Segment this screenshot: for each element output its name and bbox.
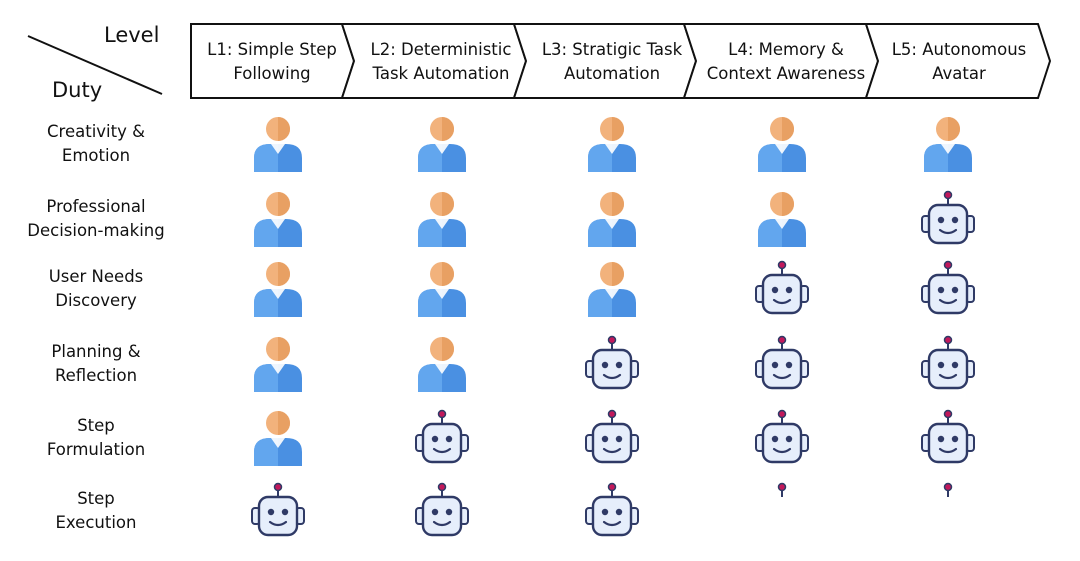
person-icon <box>918 114 978 174</box>
duty-label-3: User Needs Discovery <box>48 267 144 310</box>
level-label-5: L5: Autonomous Avatar <box>891 40 1027 83</box>
robot-icon <box>582 481 642 541</box>
person-icon <box>248 334 308 394</box>
level-arrow-5 <box>864 23 1052 99</box>
robot-icon <box>582 334 642 394</box>
person-icon <box>582 259 642 319</box>
corner-diagonal-line <box>27 35 163 95</box>
corner-header: Level Duty <box>0 0 190 110</box>
person-icon <box>412 114 472 174</box>
corner-level-label: Level <box>104 23 160 47</box>
person-icon <box>412 189 472 249</box>
robot-icon <box>918 189 978 249</box>
person-icon <box>248 189 308 249</box>
person-icon <box>752 114 812 174</box>
person-icon <box>412 259 472 319</box>
duty-label-6: Step Execution <box>55 489 137 532</box>
person-icon <box>248 408 308 468</box>
person-icon <box>582 114 642 174</box>
person-icon <box>248 114 308 174</box>
level-label-1: L1: Simple Step Following <box>207 40 337 83</box>
robot-icon <box>248 481 308 541</box>
level-label-4: L4: Memory & Context Awareness <box>706 40 866 83</box>
duty-label-2: Professional Decision-making <box>27 197 165 240</box>
robot-icon <box>918 408 978 468</box>
level-label-2: L2: Deterministic Task Automation <box>370 40 512 83</box>
robot-icon <box>582 408 642 468</box>
level-label-3: L3: Stratigic Task Automation <box>541 40 683 83</box>
robot-icon <box>412 481 472 541</box>
robot-antenna-icon <box>918 481 978 541</box>
person-icon <box>752 189 812 249</box>
robot-icon <box>412 408 472 468</box>
person-icon <box>582 189 642 249</box>
person-icon <box>248 259 308 319</box>
robot-icon <box>918 334 978 394</box>
duty-label-5: Step Formulation <box>46 416 146 459</box>
corner-duty-label: Duty <box>52 78 103 102</box>
duty-label-1: Creativity & Emotion <box>47 122 145 165</box>
robot-icon <box>752 259 812 319</box>
robot-antenna-icon <box>752 481 812 541</box>
robot-icon <box>752 408 812 468</box>
person-icon <box>412 334 472 394</box>
level-header-arrows <box>190 23 1052 99</box>
robot-icon <box>918 259 978 319</box>
robot-icon <box>752 334 812 394</box>
duty-label-4: Planning & Reflection <box>51 342 141 385</box>
